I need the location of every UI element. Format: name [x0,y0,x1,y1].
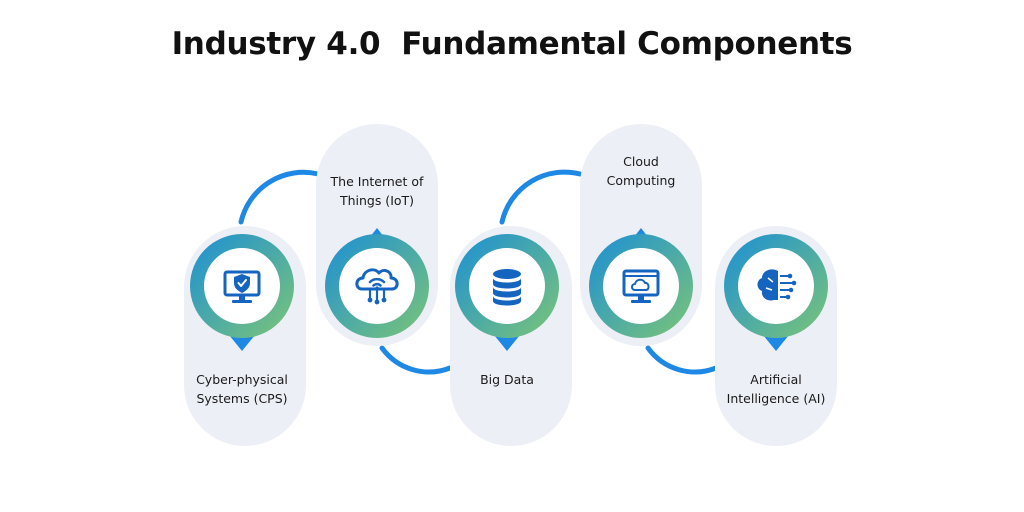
monitor-shield-icon [223,270,261,303]
label-ai: Artificial Intelligence (AI) [706,370,846,408]
label-cps-line2: Systems (CPS) [196,391,288,406]
label-cloud: Cloud Computing [571,152,711,190]
label-iot-line1: The Internet of [330,174,424,189]
connector-iot-bigdata [379,345,453,375]
label-bigdata: Big Data [437,370,577,389]
connector-cps-iot [238,169,321,225]
monitor-cloud-icon [622,269,660,303]
ring-cloud [589,234,693,338]
label-cps: Cyber-physical Systems (CPS) [172,370,312,408]
label-cloud-line2: Computing [606,173,676,188]
label-iot: The Internet of Things (IoT) [307,172,447,210]
label-ai-line1: Artificial [750,372,802,387]
label-cps-line1: Cyber-physical [196,372,288,387]
label-iot-line2: Things (IoT) [339,193,415,208]
label-bigdata-line1: Big Data [480,372,534,387]
database-icon [493,269,521,306]
ring-iot [325,234,429,338]
label-ai-line2: Intelligence (AI) [726,391,826,406]
connector-cloud-ai [645,345,719,375]
cloud-wifi-icon [355,268,399,305]
page-title: Industry 4.0 Fundamental Components [171,26,853,62]
connector-bigdata-cloud [499,169,583,225]
label-cloud-line1: Cloud [623,154,659,169]
brain-circuit-icon [757,269,797,301]
